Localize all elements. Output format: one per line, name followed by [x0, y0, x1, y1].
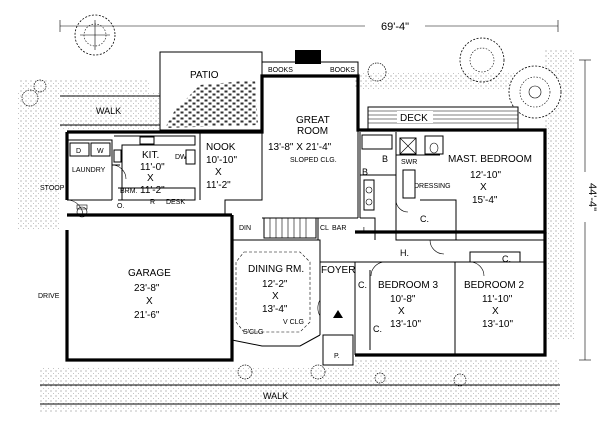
svg-text:DINING RM.: DINING RM. — [248, 264, 304, 275]
dryer-label: D — [76, 148, 81, 155]
porch-label: P. — [334, 353, 340, 360]
bedroom-2-closet-label: C. — [502, 254, 511, 264]
doors — [66, 164, 485, 317]
drive-label: DRIVE — [38, 293, 60, 300]
svg-text:13'-10": 13'-10" — [390, 319, 421, 330]
svg-text:12'-2": 12'-2" — [262, 279, 288, 290]
tree-icon — [74, 14, 116, 56]
walk-bottom: WALK — [40, 384, 560, 405]
exterior-walls — [65, 74, 547, 362]
stairs — [263, 217, 317, 239]
tree-icon — [459, 37, 505, 83]
patio-label: PATIO — [190, 70, 219, 81]
hall-label: H. — [400, 248, 409, 258]
svg-text:21'-6": 21'-6" — [134, 310, 160, 321]
svg-text:BEDROOM 2: BEDROOM 2 — [464, 280, 524, 291]
svg-text:KIT.: KIT. — [142, 150, 159, 161]
hall-bath-label: B — [362, 167, 368, 177]
oven-label: O. — [117, 203, 124, 210]
svg-text:X: X — [492, 306, 499, 317]
linen-label: L. — [363, 227, 369, 234]
svg-text:11'-0": 11'-0" — [140, 162, 165, 173]
bedroom-3-closet-label: C. — [358, 280, 367, 290]
svg-text:SLOPED CLG.: SLOPED CLG. — [290, 157, 337, 164]
svg-text:23'-8": 23'-8" — [134, 283, 160, 294]
tree-icon — [508, 65, 562, 119]
fireplace: BOOKS BOOKS — [261, 50, 359, 77]
width-dimension-label: 69'-4" — [381, 21, 409, 33]
svg-text:11'-10": 11'-10" — [482, 294, 513, 305]
walk-bottom-label: WALK — [263, 391, 288, 401]
books-left-label: BOOKS — [268, 67, 293, 74]
svg-text:15'-4": 15'-4" — [472, 195, 498, 206]
landscaping — [18, 50, 575, 412]
kitchen-label: KIT. 11'-0" X 11'-2" DW — [140, 150, 187, 196]
walk-top-label: WALK — [96, 106, 121, 116]
svg-text:X: X — [215, 167, 222, 178]
svg-text:X: X — [398, 306, 405, 317]
depth-dimension: 44'-4" — [578, 59, 598, 361]
porch: P. — [322, 310, 354, 366]
svg-text:X: X — [147, 173, 154, 184]
svg-text:13'-10": 13'-10" — [482, 319, 513, 330]
walk-top: WALK — [60, 95, 160, 126]
vaulted-ceiling-label: V CLG — [283, 319, 304, 326]
bedroom-3-label: BEDROOM 3 10'-8" X 13'-10" — [378, 280, 438, 330]
svg-text:10'-8": 10'-8" — [390, 294, 416, 305]
sloped-ceiling-label: S'CLG — [243, 329, 263, 336]
laundry-label: LAUNDRY — [72, 167, 106, 174]
svg-text:12'-10": 12'-10" — [470, 170, 501, 181]
bar-label: BAR — [332, 225, 346, 232]
kitchen-counters — [113, 135, 196, 201]
dishwasher-label: DW — [175, 154, 187, 161]
svg-text:13'-8" X 21'-4": 13'-8" X 21'-4" — [268, 142, 332, 153]
books-right-label: BOOKS — [330, 67, 355, 74]
dining-room-label: DINING RM. 12'-2" X 13'-4" — [248, 264, 304, 315]
depth-dimension-label: 44'-4" — [586, 183, 598, 211]
shrub-icon — [21, 62, 467, 387]
shower-label: SWR — [401, 159, 417, 166]
great-room-label: GREAT ROOM 13'-8" X 21'-4" SLOPED CLG. — [268, 115, 337, 164]
broom-closet-label: BRM. — [120, 188, 138, 195]
bedroom-2-label: BEDROOM 2 11'-10" X 13'-10" — [464, 280, 524, 330]
svg-text:10'-10": 10'-10" — [206, 155, 237, 166]
laundry-appliances: D W LAUNDRY — [69, 142, 111, 174]
svg-text:13'-4": 13'-4" — [262, 304, 288, 315]
svg-text:11'-2": 11'-2" — [140, 185, 165, 196]
bedroom-3-closet-2-label: C. — [373, 324, 382, 334]
svg-text:GREAT: GREAT — [296, 115, 330, 126]
svg-text:11'-2": 11'-2" — [206, 180, 231, 191]
svg-text:ROOM: ROOM — [297, 126, 328, 137]
garage-label: GARAGE 23'-8" X 21'-6" — [128, 268, 171, 321]
svg-text:GARAGE: GARAGE — [128, 268, 171, 279]
desk-label: DESK — [166, 199, 185, 206]
deck: DECK — [367, 106, 519, 130]
refrigerator-label: R — [150, 199, 155, 206]
master-closet-label: C. — [420, 214, 429, 224]
svg-text:X: X — [146, 296, 153, 307]
foyer-label: FOYER — [321, 265, 355, 276]
deck-label: DECK — [400, 113, 428, 124]
washer-label: W — [97, 148, 104, 155]
coat-closet-label: CL — [320, 225, 329, 232]
svg-text:X: X — [480, 182, 487, 193]
stoop-label: STOOP — [40, 185, 65, 192]
bath-fixtures — [76, 134, 444, 218]
svg-text:MAST. BEDROOM: MAST. BEDROOM — [448, 154, 532, 165]
svg-text:BEDROOM 3: BEDROOM 3 — [378, 280, 438, 291]
svg-text:NOOK: NOOK — [206, 142, 236, 153]
width-dimension: 69'-4" — [59, 18, 559, 33]
master-bath-label: B — [382, 154, 388, 164]
patio: PATIO — [159, 51, 263, 131]
dressing-label: DRESSING — [414, 183, 451, 190]
din-label: DIN — [239, 225, 251, 232]
svg-text:X: X — [272, 291, 279, 302]
nook-label: NOOK 10'-10" X 11'-2" — [206, 142, 237, 191]
master-bedroom-label: MAST. BEDROOM 12'-10" X 15'-4" — [448, 154, 532, 206]
